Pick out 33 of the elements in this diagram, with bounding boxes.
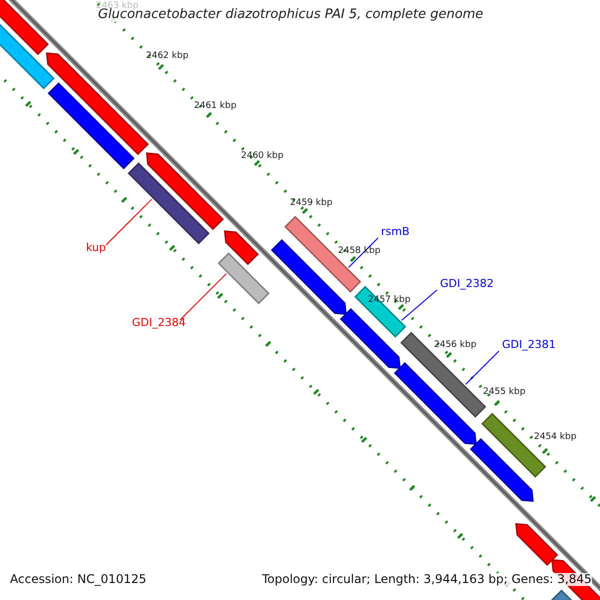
gene-feature [340,308,401,369]
gene-feature [48,82,135,170]
gene-feature [284,216,362,293]
leader-line [180,273,227,320]
gene-label: rsmB [381,226,410,238]
gene-feature [394,362,477,445]
gene-feature [551,559,600,600]
tick-label: 2454 kbp [534,433,576,443]
leader-line [348,238,378,268]
leader-line [106,198,152,246]
gene-feature [218,252,270,304]
leader-line [465,350,500,385]
tick-label: 2459 kbp [290,199,332,209]
tick-label: 2460 kbp [241,152,284,162]
gene-feature [146,152,224,230]
footer-text: Accession: NC_010125 [10,573,146,586]
gene-feature [224,230,259,266]
gene-label: GDI_2382 [440,278,494,290]
tick-label: 2456 kbp [434,341,476,351]
gene-feature [515,523,558,566]
tick-label: 2458 kbp [338,247,380,257]
tick-label: 2455 kbp [483,388,526,398]
map-title: Gluconacetobacter diazotrophicus PAI 5, complete genome [98,8,484,22]
gene-label: GDI_2384 [132,317,186,330]
gene-feature [470,438,534,502]
gene-label: GDI_2381 [502,339,556,352]
gene-feature [128,162,210,244]
tick-label: 2462 kbp [146,52,188,62]
tick-label: 2461 kbp [194,102,236,112]
footer-text: Topology: circular; Length: 3,944,163 bp; Genes: 3,845 [262,573,592,586]
leader-line [401,290,438,321]
gene-label: kup [86,242,106,254]
gene-feature [0,0,49,56]
